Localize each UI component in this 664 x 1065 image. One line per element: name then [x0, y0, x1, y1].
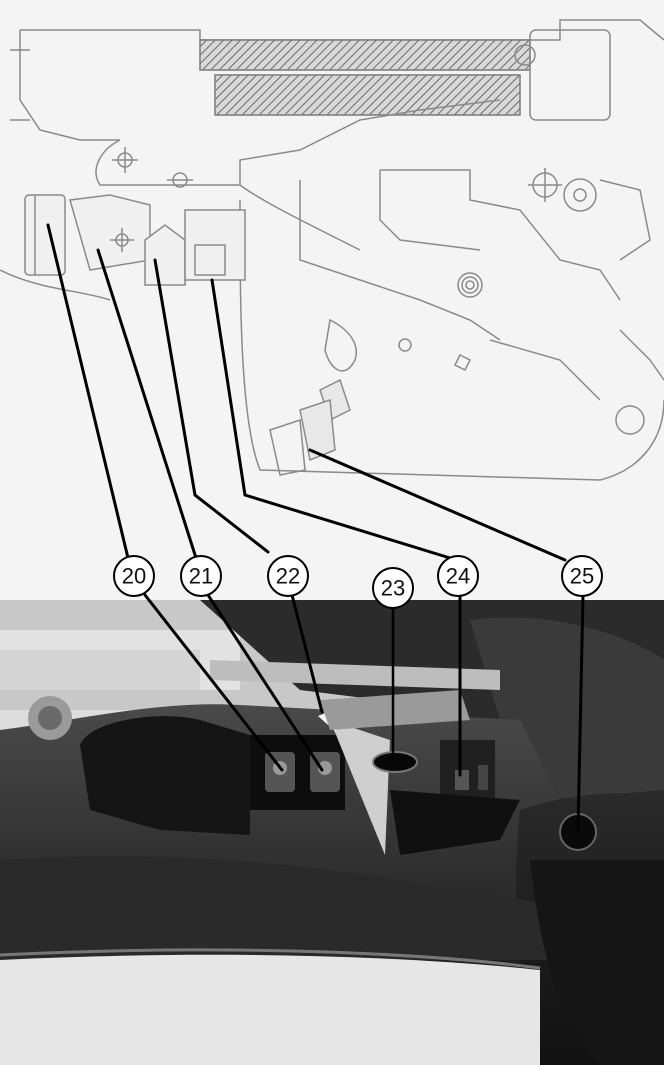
- leader-25-drawing: [308, 448, 567, 562]
- callout-20: 20: [113, 555, 155, 597]
- callout-23: 23: [372, 567, 414, 609]
- callout-20-label: 20: [122, 564, 146, 589]
- leader-25-photo: [576, 593, 585, 832]
- leader-21-photo: [206, 593, 324, 772]
- callout-21-label: 21: [189, 564, 213, 589]
- callout-21: 21: [180, 555, 222, 597]
- leader-22-photo: [290, 593, 324, 714]
- technical-drawing: [0, 19, 664, 481]
- leader-21-drawing: [96, 248, 198, 560]
- photo-section: [0, 600, 664, 1065]
- callout-25: 25: [561, 555, 603, 597]
- callout-25-label: 25: [570, 564, 594, 589]
- leader-lines: [46, 223, 585, 832]
- callout-23-label: 23: [381, 576, 405, 601]
- leader-20-drawing: [46, 223, 130, 560]
- leader-24-drawing: [210, 278, 452, 560]
- callout-22: 22: [267, 555, 309, 597]
- callout-24: 24: [437, 555, 479, 597]
- leader-20-photo: [143, 593, 284, 772]
- callout-22-label: 22: [276, 564, 300, 589]
- leader-22-drawing: [153, 258, 270, 554]
- callout-24-label: 24: [446, 564, 470, 589]
